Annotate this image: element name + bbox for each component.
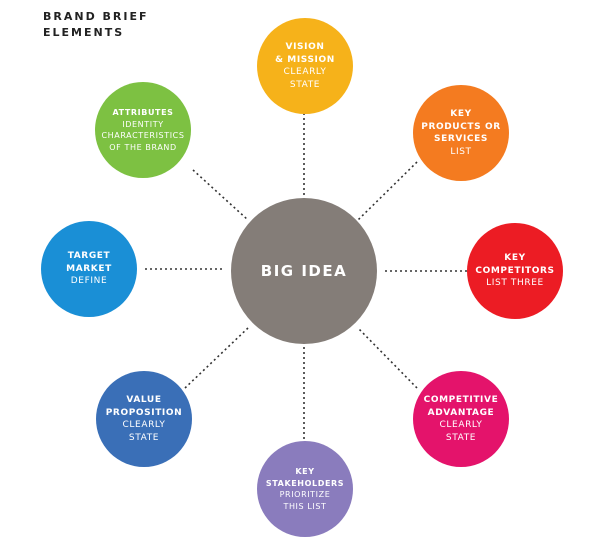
node-title-line: STAKEHOLDERS — [265, 478, 345, 488]
node-sub-line: CLEARLY — [439, 420, 483, 430]
page-title: BRAND BRIEF ELEMENTS — [43, 9, 149, 41]
node-sub-line: STATE — [445, 432, 477, 443]
node-title-line: TARGET — [67, 251, 111, 262]
node-title-line: KEY — [295, 467, 315, 476]
node-title-line: VALUE — [126, 395, 162, 405]
node-title-line: VISION — [285, 42, 325, 52]
node-sub-line: OF THE BRAND — [109, 142, 177, 152]
node-sub-line: STATE — [289, 79, 321, 90]
node-key-products: KEY PRODUCTS OR SERVICES LIST — [413, 85, 509, 181]
node-value-proposition: VALUE PROPOSITION CLEARLY STATE — [96, 371, 192, 467]
node-title-line: COMPETITIVE — [423, 395, 499, 405]
node-sub-line: LIST — [450, 146, 472, 157]
connector-value — [184, 327, 249, 389]
node-target-market: TARGET MARKET DEFINE — [41, 221, 137, 317]
node-sub-line: CLEARLY — [122, 420, 166, 430]
node-title-line: ATTRIBUTES — [112, 108, 174, 117]
node-key-stakeholders: KEY STAKEHOLDERS PRIORITIZE THIS LIST — [257, 441, 353, 537]
node-title-line: & MISSION — [275, 54, 335, 65]
node-title-line: KEY — [504, 253, 526, 264]
node-title-line: SERVICES — [434, 134, 488, 144]
page-title-line-1: BRAND BRIEF — [43, 10, 149, 23]
connector-products — [357, 161, 418, 221]
node-attributes: ATTRIBUTES IDENTITY CHARACTERISTICS OF T… — [95, 82, 191, 178]
node-sub-line: DEFINE — [70, 276, 108, 287]
big-idea-label: BIG IDEA — [260, 261, 348, 280]
node-sub-line: PRIORITIZE — [279, 490, 331, 499]
node-title-line: PRODUCTS OR — [421, 121, 501, 132]
node-vision-mission: VISION & MISSION CLEARLY STATE — [257, 18, 353, 114]
node-title-line: ADVANTAGE — [427, 407, 495, 418]
node-title-line: MARKET — [66, 263, 112, 274]
node-sub-line: STATE — [128, 432, 160, 443]
node-sub-line: CLEARLY — [283, 67, 327, 77]
page-title-line-2: ELEMENTS — [43, 26, 125, 39]
node-key-competitors: KEY COMPETITORS LIST THREE — [467, 223, 563, 319]
node-sub-line: LIST THREE — [486, 278, 544, 289]
connector-attributes — [192, 169, 249, 221]
node-title-line: KEY — [450, 109, 472, 119]
node-competitive-advantage: COMPETITIVE ADVANTAGE CLEARLY STATE — [413, 371, 509, 467]
connector-advantage — [357, 327, 418, 389]
node-title-line: COMPETITORS — [475, 265, 555, 276]
node-title-line: PROPOSITION — [105, 407, 183, 418]
node-sub-line: CHARACTERISTICS — [101, 131, 185, 140]
node-big-idea: BIG IDEA — [231, 198, 377, 344]
node-sub-line: IDENTITY — [122, 119, 164, 129]
node-sub-line: THIS LIST — [283, 501, 327, 511]
